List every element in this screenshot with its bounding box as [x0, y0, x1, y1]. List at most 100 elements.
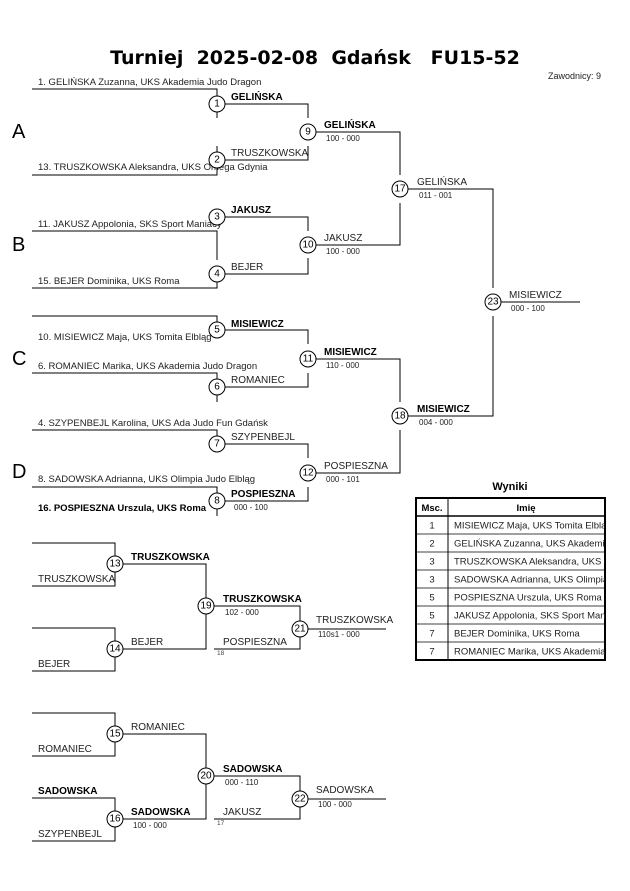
fight-2-winner: TRUSZKOWSKA: [231, 148, 309, 159]
entry-list: 1. GELIŃSKA Zuzanna, UKS Akademia Judo D…: [38, 77, 268, 514]
fight-11-score: 110 - 000: [326, 361, 360, 370]
entry-15: 15. BEJER Dominika, UKS Roma: [38, 276, 180, 287]
fight-number: 11: [303, 354, 314, 365]
rep-20-ref: 17: [217, 820, 225, 827]
fight-5-winner: MISIEWICZ: [231, 319, 284, 330]
repechage-labels: TRUSZKOWSKA TRUSZKOWSKA BEJER BEJER TRUS…: [38, 552, 394, 840]
fight-number: 23: [487, 297, 499, 308]
entry-11: 11. JAKUSZ Appolonia, SKS Sport Maniacy: [38, 219, 222, 230]
fight-7-winner: SZYPENBEJL: [231, 432, 295, 443]
fight-12-winner: POSPIESZNA: [324, 461, 388, 472]
fight-8-score: 000 - 100: [234, 503, 268, 512]
results-row-name: TRUSZKOWSKA Aleksandra, UKS Omega Gdynia: [454, 557, 630, 568]
rep-16-winner: SADOWSKA: [131, 807, 190, 818]
results-table: Wyniki Msc. Imię 1 MISIEWICZ Maja, UKS To…: [415, 481, 630, 661]
rep-15-bottom: ROMANIEC: [38, 744, 92, 755]
pool-label-d: D: [12, 461, 26, 483]
fight-number: 9: [305, 127, 311, 138]
results-col-name: Imię: [516, 503, 535, 514]
fight-number: 19: [200, 601, 212, 612]
fight-17-score: 011 - 001: [419, 191, 453, 200]
fight-number: 13: [109, 559, 121, 570]
pool-label-c: C: [12, 348, 26, 370]
fight-number: 20: [200, 771, 212, 782]
results-row-name: ROMANIEC Marika, UKS Akademia Judo Drago…: [454, 647, 630, 658]
results-title: Wyniki: [492, 481, 527, 493]
competitor-count: Zawodnicy: 9: [548, 71, 601, 81]
fight-number: 8: [214, 496, 220, 507]
fight-number: 16: [109, 814, 121, 825]
rep-21-score: 110s1 - 000: [318, 630, 360, 639]
results-row-name: GELIŃSKA Zuzanna, UKS Akademia Judo Drag…: [454, 539, 630, 550]
rep-14-top: BEJER: [131, 637, 163, 648]
page-title: Turniej 2025-02-08 Gdańsk FU15-52: [110, 47, 520, 69]
fight-number: 22: [294, 794, 306, 805]
fight-number: 3: [214, 212, 220, 223]
rep-13-winner: TRUSZKOWSKA: [131, 552, 210, 563]
fight-number: 10: [302, 240, 314, 251]
rep-19-loser: POSPIESZNA: [223, 637, 287, 648]
rep-22-winner: SADOWSKA: [316, 785, 374, 796]
rep-15-winner: ROMANIEC: [131, 722, 185, 733]
rep-16-score: 100 - 000: [133, 821, 167, 830]
pool-label-b: B: [12, 234, 25, 256]
pool-label-a: A: [12, 121, 26, 143]
results-row-name: POSPIESZNA Urszula, UKS Roma: [454, 593, 603, 604]
fight-17-winner: GELIŃSKA: [417, 175, 467, 188]
results-row-place: 7: [429, 629, 434, 640]
entry-4: 4. SZYPENBEJL Karolina, UKS Ada Judo Fun…: [38, 418, 268, 429]
results-row-name: SADOWSKA Adrianna, UKS Olimpia Judo Elbl…: [454, 575, 630, 586]
rep-16-bottom: SZYPENBEJL: [38, 829, 102, 840]
results-row-name: MISIEWICZ Maja, UKS Tomita Elbląg: [454, 521, 612, 532]
fight-10-score: 100 - 000: [326, 247, 360, 256]
rep-20-winner: SADOWSKA: [223, 764, 282, 775]
results-row-name: BEJER Dominika, UKS Roma: [454, 629, 580, 640]
fight-12-score: 000 - 101: [326, 475, 360, 484]
fight-23-score: 000 - 100: [511, 304, 545, 313]
results-row-place: 3: [429, 575, 434, 586]
fight-9-winner: GELIŃSKA: [324, 118, 376, 131]
results-col-place: Msc.: [421, 503, 442, 514]
fight-number: 1: [214, 99, 220, 110]
rep-19-winner: TRUSZKOWSKA: [223, 594, 302, 605]
rep-20-score: 000 - 110: [225, 778, 259, 787]
fight-23-winner: MISIEWICZ: [509, 290, 562, 301]
fight-number: 2: [214, 155, 220, 166]
fight-11-winner: MISIEWICZ: [324, 347, 377, 358]
fight-18-score: 004 - 000: [419, 418, 453, 427]
results-row-place: 5: [429, 611, 434, 622]
rep-21-winner: TRUSZKOWSKA: [316, 615, 394, 626]
rep-19-score: 102 - 000: [225, 608, 259, 617]
results-row-place: 3: [429, 557, 434, 568]
rep-13-top: TRUSZKOWSKA: [38, 574, 116, 585]
fight-number: 15: [109, 729, 121, 740]
fight-number: 6: [214, 382, 220, 393]
repechage-lines: [32, 542, 386, 842]
entry-16: 16. POSPIESZNA Urszula, UKS Roma: [38, 503, 207, 514]
entry-6: 6. ROMANIEC Marika, UKS Akademia Judo Dr…: [38, 361, 257, 372]
fight-number: 14: [109, 644, 121, 655]
fight-number: 7: [214, 439, 220, 450]
entry-13: 13. TRUSZKOWSKA Aleksandra, UKS Omega Gd…: [38, 162, 268, 173]
fight-number: 17: [394, 184, 406, 195]
rep-14-bottom: BEJER: [38, 659, 70, 670]
fight-3-winner: JAKUSZ: [231, 205, 271, 216]
fight-8-winner: POSPIESZNA: [231, 489, 295, 500]
rep-19-ref: 18: [217, 650, 225, 657]
fight-number: 21: [294, 624, 306, 635]
fight-number: 12: [302, 468, 314, 479]
rep-16-top: SADOWSKA: [38, 786, 97, 797]
results-row-place: 5: [429, 593, 434, 604]
entry-10: 10. MISIEWICZ Maja, UKS Tomita Elbląg: [38, 332, 212, 343]
fight-9-score: 100 - 000: [326, 134, 360, 143]
fight-4-winner: BEJER: [231, 262, 263, 273]
fight-6-winner: ROMANIEC: [231, 375, 285, 386]
fight-number: 4: [214, 269, 220, 280]
main-bracket-lines: [32, 88, 580, 516]
results-row-place: 1: [429, 521, 434, 532]
main-fight-labels: GELIŃSKA TRUSZKOWSKA JAKUSZ BEJER MISIEW…: [231, 90, 562, 512]
rep-20-loser: JAKUSZ: [223, 807, 261, 818]
results-row-name: JAKUSZ Appolonia, SKS Sport Maniacy: [454, 611, 623, 622]
fight-number: 18: [394, 411, 406, 422]
results-row-place: 2: [429, 539, 434, 550]
